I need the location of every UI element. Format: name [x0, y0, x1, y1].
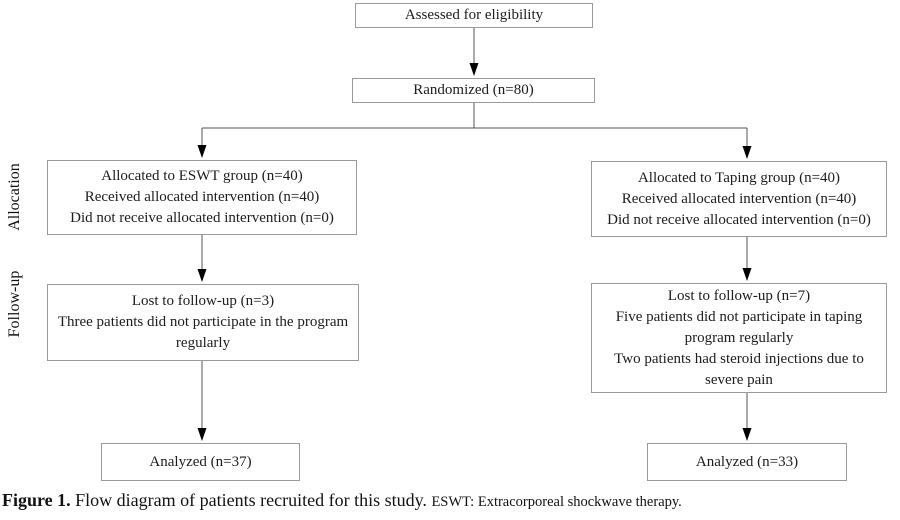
- box-analyzed-taping: Analyzed (n=33): [647, 443, 847, 481]
- box-randomized: Randomized (n=80): [352, 78, 595, 103]
- figure-caption-note: ESWT: Extracorporeal shockwave therapy.: [431, 494, 682, 510]
- box-analyzed-eswt: Analyzed (n=37): [101, 443, 300, 481]
- box-lost-to-followup-eswt: Lost to follow-up (n=3) Three patients d…: [47, 284, 359, 361]
- figure-caption: Figure 1. Flow diagram of patients recru…: [2, 490, 898, 511]
- box-lost-to-followup-taping: Lost to follow-up (n=7) Five patients di…: [591, 283, 887, 393]
- figure-caption-text: Flow diagram of patients recruited for t…: [75, 490, 427, 510]
- stage-label-allocation: Allocation: [6, 163, 23, 231]
- stage-label-followup: Follow-up: [6, 270, 23, 338]
- figure-caption-label: Figure 1.: [2, 490, 71, 510]
- box-allocated-eswt-group: Allocated to ESWT group (n=40) Received …: [47, 160, 357, 235]
- box-assessed-for-eligibility: Assessed for eligibility: [355, 3, 593, 28]
- box-allocated-taping-group: Allocated to Taping group (n=40) Receive…: [591, 161, 887, 237]
